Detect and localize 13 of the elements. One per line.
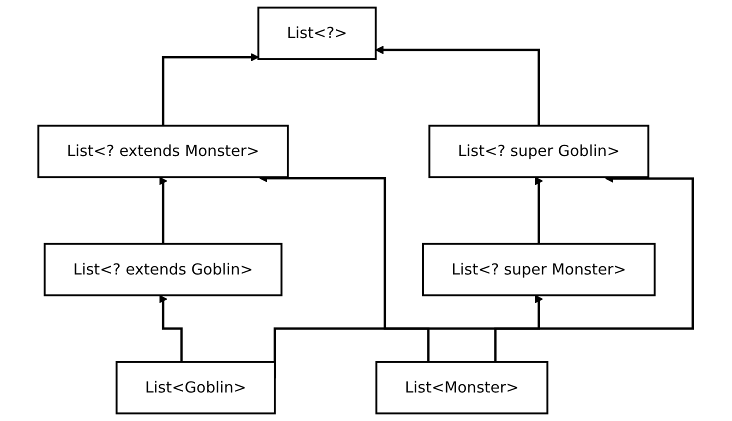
node-box: List<? extends Monster> [38, 124, 290, 178]
arrow [494, 294, 544, 362]
node-box: List<?> [258, 6, 378, 60]
node-box: List<? super Goblin> [428, 124, 650, 178]
node-box: List<Goblin> [116, 361, 276, 414]
arrow [376, 46, 540, 126]
arrow [162, 53, 260, 126]
node-box: List<? extends Goblin> [44, 242, 283, 296]
arrow [535, 176, 544, 244]
node-box: List<Monster> [376, 361, 549, 414]
node-box: List<? super Monster> [422, 242, 656, 296]
arrow [159, 176, 168, 244]
arrow [159, 294, 184, 362]
